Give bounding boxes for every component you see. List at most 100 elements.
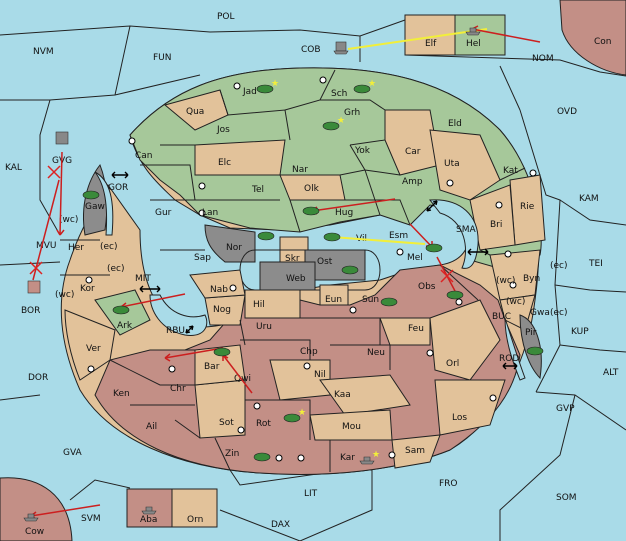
land-label-bar: Bar (204, 362, 220, 372)
land-label-tel: Tel (251, 185, 264, 195)
land-label-chp: Chp (300, 347, 318, 357)
unit-army-vil[interactable] (323, 232, 341, 242)
sea-gor-channel (94, 171, 114, 236)
province-ver[interactable] (64, 309, 116, 381)
unit-army-jad[interactable]: ★ (256, 78, 279, 94)
svg-text:★: ★ (372, 449, 380, 459)
coast-label-byn-ec: (ec) (550, 261, 568, 271)
coast-label-her-wc: (wc) (59, 215, 78, 225)
land-label-gaw: Gaw (85, 202, 105, 212)
unit-army-zin[interactable] (253, 452, 271, 462)
unit-army-sun[interactable] (380, 297, 398, 307)
land-label-uru: Uru (256, 322, 272, 332)
province-web[interactable] (259, 261, 316, 291)
land-label-elf: Elf (425, 39, 437, 49)
land-label-ost: Ost (317, 257, 333, 267)
province-pir[interactable] (519, 314, 542, 380)
province-orn[interactable] (171, 488, 218, 528)
sea-label-kup: KUP (571, 327, 589, 337)
land-label-pir: Pir (525, 328, 537, 338)
unit-army-nor[interactable] (257, 231, 275, 241)
unit-army-ark[interactable] (112, 305, 130, 315)
province-feu[interactable] (379, 317, 431, 346)
unit-fleet-aba[interactable] (141, 506, 157, 515)
land-label-hel: Hel (466, 39, 481, 49)
province-kaa[interactable] (319, 374, 411, 416)
unit-army-rot[interactable]: ★ (283, 407, 306, 423)
supply-centers (85, 76, 537, 462)
land-label-sch: Sch (331, 89, 347, 99)
province-sot[interactable] (194, 379, 246, 439)
province-bar[interactable] (194, 344, 246, 386)
province-los[interactable] (434, 379, 506, 436)
unit-army-obs[interactable] (446, 290, 464, 300)
land-label-can: Can (135, 151, 153, 161)
sea-label-rbu: RBU (166, 326, 185, 336)
land-label-ark: Ark (117, 321, 133, 331)
sea-rbu (149, 294, 208, 336)
land-label-byn: Byn (523, 274, 540, 284)
land-label-qua: Qua (186, 107, 204, 117)
unit-fleet-hel[interactable] (465, 27, 481, 36)
sea-label-gor: GOR (108, 183, 128, 193)
unit-army-sch[interactable]: ★ (353, 78, 376, 94)
land-label-web: Web (286, 274, 306, 284)
land-label-mel: Mel (407, 253, 423, 263)
land-label-sun: Sun (362, 295, 379, 305)
province-orl[interactable] (429, 299, 501, 381)
sea-label-nvm: NVM (33, 47, 54, 57)
province-sam[interactable] (391, 434, 441, 469)
land-label-lan: Lan (202, 208, 218, 218)
land-label-mvu: MVU (36, 241, 57, 251)
sea-label-rod: ROD (499, 354, 519, 364)
province-nor[interactable] (204, 224, 256, 263)
land-label-skr: Skr (285, 254, 300, 264)
unit-army-grh[interactable]: ★ (322, 115, 345, 131)
land-label-amp: Amp (402, 177, 423, 187)
unit-fleet-kar[interactable]: ★ (359, 449, 380, 465)
land-label-orl: Orl (446, 359, 459, 369)
unit-fleet-cob[interactable] (333, 41, 349, 55)
sea-label-sma: SMA (456, 225, 476, 235)
land-label-uta: Uta (444, 159, 460, 169)
land-label-nog: Nog (213, 305, 231, 315)
province-hel[interactable] (454, 14, 506, 56)
land-label-sam: Sam (405, 446, 425, 456)
land-label-mou: Mou (342, 422, 361, 432)
unit-fleet-svm[interactable] (23, 513, 39, 522)
coast-label-byn-wc: (wc) (496, 276, 515, 286)
land-label-ver: Ver (86, 344, 101, 354)
sea-label-mit: MIT (135, 274, 151, 284)
unit-army-gaw[interactable] (82, 190, 100, 200)
sea-sma (429, 199, 479, 269)
province-elc[interactable] (194, 139, 286, 176)
unit-fleet-gvg[interactable] (55, 131, 69, 145)
sea-label-bor: BOR (21, 306, 40, 316)
land-label-gwa: Gwa (530, 308, 550, 318)
land-label-kat: Kat (503, 166, 518, 176)
sea-label-lit: LIT (304, 489, 318, 499)
land-label-hug: Hug (335, 208, 353, 218)
land-label-her: Her (68, 243, 84, 253)
unit-army-hug[interactable] (302, 206, 320, 216)
unit-army-ost[interactable] (341, 265, 359, 275)
sea-label-cob: COB (301, 45, 321, 55)
land-label-ail: Ail (146, 422, 157, 432)
connection-arrows (111, 171, 518, 370)
sea-label-gva: GVA (63, 448, 83, 458)
land-label-rot: Rot (256, 419, 271, 429)
unit-fleet-bor[interactable] (27, 280, 41, 294)
land-label-nil: Nil (314, 370, 326, 380)
sea-label-fun: FUN (153, 53, 172, 63)
sea-buc (504, 317, 526, 381)
land-label-jos: Jos (216, 125, 230, 135)
sea-label-svm: SVM (81, 514, 101, 524)
land-label-neu: Neu (367, 348, 385, 358)
coast-label-kor-ec: (ec) (107, 264, 125, 274)
unit-army-mel[interactable] (425, 243, 443, 253)
unit-army-pir[interactable] (526, 346, 544, 356)
unit-army-bar[interactable] (213, 347, 231, 357)
svg-text:★: ★ (337, 115, 345, 125)
land-label-gur: Gur (155, 208, 172, 218)
